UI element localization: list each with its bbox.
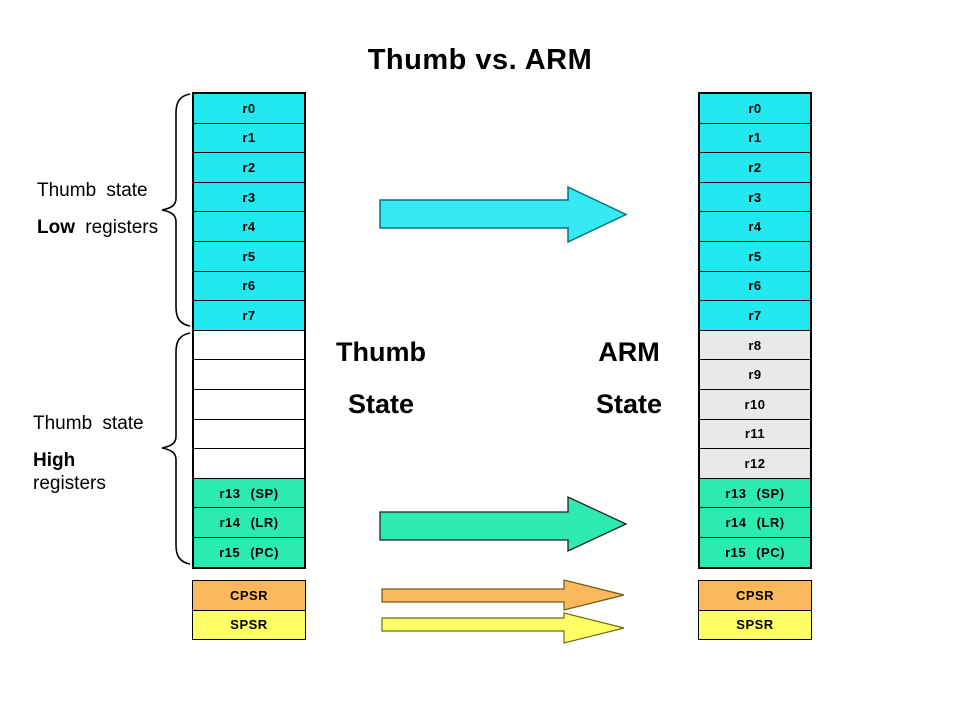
register-label: r3 — [242, 189, 256, 205]
register-cell-r13: r13 (SP) — [194, 478, 304, 509]
register-label: r10 — [744, 396, 766, 412]
register-cell-r0: r0 — [194, 94, 304, 124]
register-cell-r5: r5 — [700, 241, 810, 272]
register-label: r0 — [748, 100, 762, 116]
arm-state-heading: ARM State — [595, 337, 663, 419]
thumb-state-heading: Thumb State — [336, 337, 426, 419]
register-cell-empty — [194, 389, 304, 420]
register-cell-empty — [194, 330, 304, 361]
register-cell-r5: r5 — [194, 241, 304, 272]
low-registers-text: Low registers — [37, 217, 159, 238]
register-cell-r3: r3 — [700, 182, 810, 213]
register-label: r15 (PC) — [219, 544, 279, 560]
register-cell-r14: r14 (LR) — [700, 508, 810, 538]
register-cell-r15: r15 (PC) — [194, 537, 304, 567]
register-cell-r15: r15 (PC) — [700, 537, 810, 567]
register-cell-r3: r3 — [194, 182, 304, 213]
cpsr-cell: CPSR — [193, 581, 305, 611]
register-label: r7 — [242, 307, 256, 323]
register-cell-r8: r8 — [700, 330, 810, 361]
thumb-state-text: Thumb state — [37, 180, 148, 201]
register-cell-empty — [194, 449, 304, 479]
spsr-cell: SPSR — [193, 610, 305, 639]
register-cell-r12: r12 — [700, 449, 810, 479]
register-cell-r4: r4 — [194, 212, 304, 242]
register-label: r12 — [744, 455, 766, 471]
thumb-psr-box: CPSR SPSR — [192, 580, 306, 640]
register-cell-r4: r4 — [700, 212, 810, 242]
register-cell-r6: r6 — [700, 271, 810, 302]
high-registers-text: High — [33, 450, 76, 471]
register-cell-r0: r0 — [700, 94, 810, 124]
register-cell-r10: r10 — [700, 389, 810, 420]
register-label: r9 — [748, 367, 762, 383]
register-label: r4 — [242, 219, 256, 235]
thumb-register-column: r0 r1 r2 r3 r4 r5 r6 r7 r13 (SP) r14 (LR) r15 (PC) — [192, 92, 306, 569]
high-registers-brace-icon — [161, 332, 191, 565]
cpsr-cell: CPSR — [699, 581, 811, 611]
register-cell-r7: r7 — [700, 301, 810, 331]
register-cell-r6: r6 — [194, 271, 304, 302]
register-cell-empty — [194, 360, 304, 390]
register-label: r5 — [748, 248, 762, 264]
register-cell-r1: r1 — [700, 123, 810, 154]
register-label: r11 — [744, 426, 766, 442]
register-cell-r14: r14 (LR) — [194, 508, 304, 538]
register-label: r0 — [242, 100, 256, 116]
register-cell-r13: r13 (SP) — [700, 478, 810, 509]
high-registers-label: Thumb state High registers — [33, 413, 144, 494]
register-label: r14 (LR) — [725, 515, 785, 531]
register-label: r6 — [242, 278, 256, 294]
register-label: r13 (SP) — [725, 485, 785, 501]
spsr-arrow-icon — [381, 612, 625, 644]
spsr-cell: SPSR — [699, 610, 811, 639]
register-label: r13 (SP) — [219, 485, 279, 501]
low-registers-brace-icon — [161, 93, 191, 327]
arm-register-column: r0 r1 r2 r3 r4 r5 r6 r7 r8 r9 r10 r11 r12 r13 (SP) r14… — [698, 92, 812, 569]
register-label: r2 — [748, 159, 762, 175]
register-cell-empty — [194, 419, 304, 450]
low-registers-label: Thumb state Low registers — [37, 179, 158, 239]
register-cell-r11: r11 — [700, 419, 810, 450]
low-registers-arrow-icon — [379, 185, 628, 244]
register-label: r5 — [242, 248, 256, 264]
register-cell-r2: r2 — [700, 153, 810, 183]
register-label: r4 — [748, 219, 762, 235]
register-cell-r2: r2 — [194, 153, 304, 183]
register-label: r7 — [748, 307, 762, 323]
register-label: r8 — [748, 337, 762, 353]
register-label: r3 — [748, 189, 762, 205]
register-cell-r7: r7 — [194, 301, 304, 331]
register-label: r6 — [748, 278, 762, 294]
arm-psr-box: CPSR SPSR — [698, 580, 812, 640]
high-registers-arrow-icon — [379, 495, 628, 553]
register-cell-r1: r1 — [194, 123, 304, 154]
register-label: r1 — [748, 130, 762, 146]
register-label: r15 (PC) — [725, 544, 785, 560]
register-cell-r9: r9 — [700, 360, 810, 390]
cpsr-arrow-icon — [381, 579, 625, 611]
register-label: r2 — [242, 159, 256, 175]
register-label: r14 (LR) — [219, 515, 279, 531]
register-label: r1 — [242, 130, 256, 146]
thumb-state-text: Thumb state — [33, 413, 144, 434]
slide-title: Thumb vs. ARM — [367, 44, 593, 76]
